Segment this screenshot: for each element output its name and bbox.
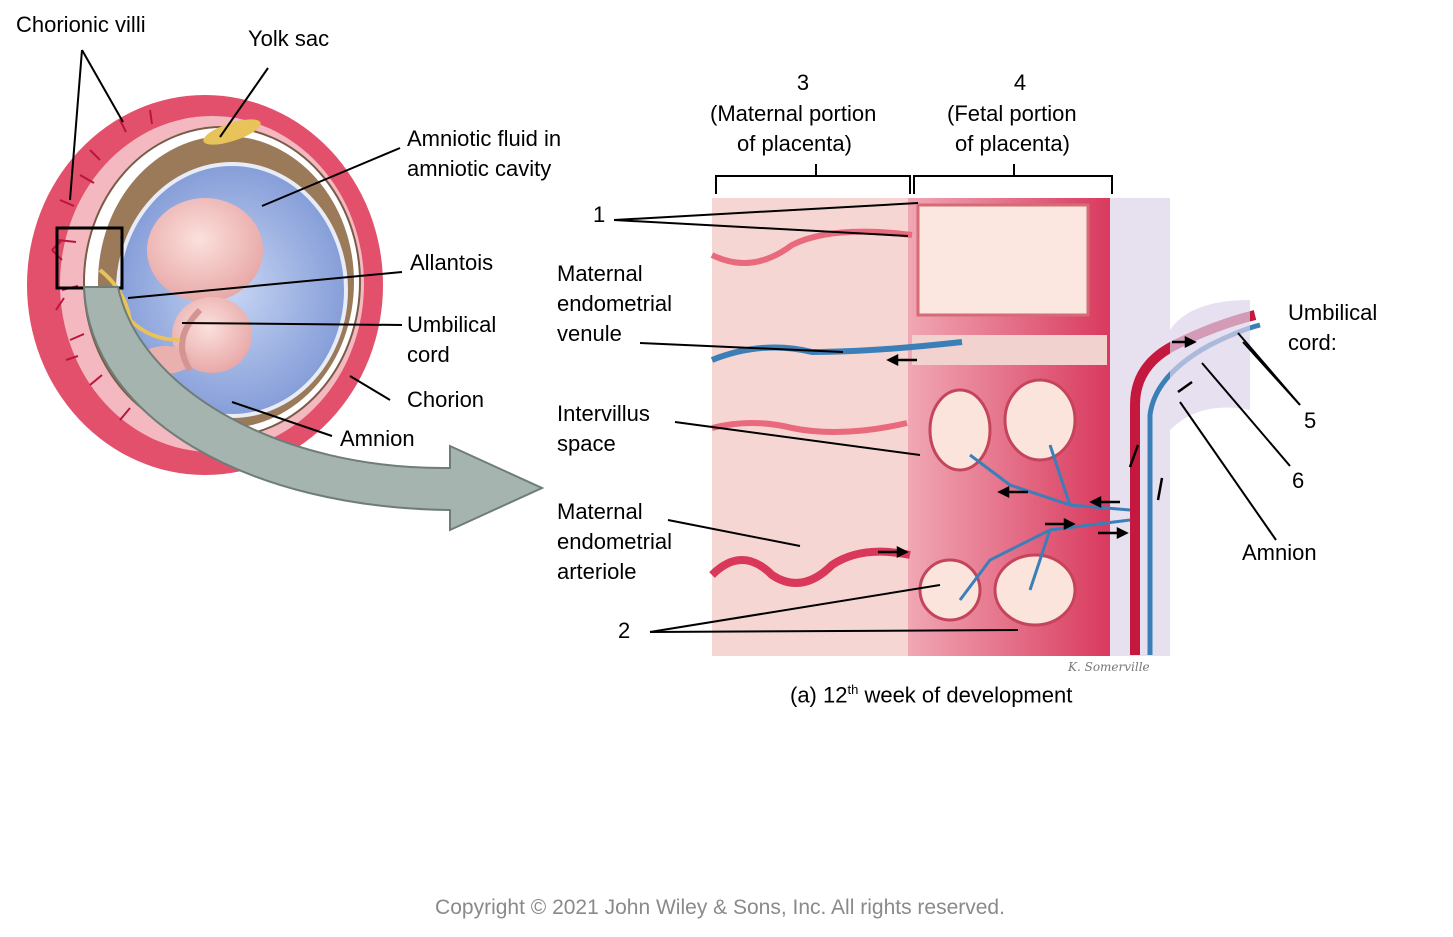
label-number-2: 2	[618, 618, 631, 643]
label-amnion-left: Amnion	[340, 426, 415, 451]
label-number-1: 1	[593, 202, 606, 227]
caption-suffix: week of development	[858, 682, 1073, 708]
label-fetal-portion-line2: of placenta)	[955, 131, 1070, 156]
placenta-detail-illustration	[709, 198, 1261, 656]
fetal-bracket	[913, 164, 1113, 194]
embryo-overview-illustration	[27, 95, 545, 532]
label-umbilical-cord-line2: cord	[407, 342, 450, 367]
mid-maternal-vessel	[711, 420, 908, 435]
label-umbilical-right-line1: Umbilical	[1288, 300, 1378, 325]
embryo	[139, 198, 263, 374]
label-chorionic-villi: Chorionic villi	[16, 12, 146, 37]
label-number-4: 4	[1013, 70, 1027, 95]
label-number-6: 6	[1292, 468, 1305, 493]
label-chorion: Chorion	[407, 387, 485, 412]
caption-prefix: (a) 12	[790, 682, 848, 708]
maternal-arteriole	[709, 547, 911, 587]
label-number-3: 3	[796, 70, 810, 95]
label-arteriole-line3: arteriole	[557, 559, 637, 584]
right-leader-lines	[613, 202, 1301, 633]
label-number-5: 5	[1304, 408, 1317, 433]
label-arteriole-line2: endometrial	[557, 529, 672, 554]
label-umbilical-cord-line1: Umbilical	[407, 312, 497, 337]
flow-arrows	[878, 335, 1197, 559]
label-maternal-portion-line2: of placenta)	[737, 131, 852, 156]
septum-band	[912, 335, 1107, 365]
label-amnion-right: Amnion	[1242, 540, 1317, 565]
lower-villus-tree	[918, 378, 1077, 627]
umbilical-cord-sheath	[1170, 300, 1250, 430]
figure-caption: (a) 12th week of development	[790, 682, 1072, 708]
maternal-venule	[710, 339, 963, 363]
left-leader-lines	[69, 49, 403, 437]
fetal-capillaries	[958, 444, 1131, 601]
label-intervillus-line2: space	[557, 431, 616, 456]
copyright-notice: Copyright © 2021 John Wiley & Sons, Inc.…	[435, 896, 1005, 919]
label-umbilical-right-line2: cord:	[1288, 330, 1337, 355]
label-maternal-portion-line1: (Maternal portion	[710, 101, 877, 126]
label-amniotic-fluid-line2: amniotic cavity	[407, 156, 552, 181]
label-venule-line1: Maternal	[557, 261, 643, 286]
curved-pointer-arrow	[82, 286, 545, 532]
section-brackets	[715, 164, 1113, 194]
upper-maternal-vessel	[710, 228, 913, 266]
label-venule-line2: endometrial	[557, 291, 672, 316]
label-allantois: Allantois	[410, 250, 494, 275]
upper-villus-tree	[916, 203, 1090, 317]
illustrator-signature: K. Somerville	[1068, 660, 1150, 674]
caption-superscript: th	[847, 682, 859, 697]
label-amniotic-fluid-line1: Amniotic fluid in	[407, 126, 562, 151]
label-fetal-portion-line1: (Fetal portion	[947, 101, 1077, 126]
label-arteriole-line1: Maternal	[557, 499, 643, 524]
yolk-sac	[203, 119, 261, 145]
maternal-bracket	[715, 164, 911, 194]
label-yolk-sac: Yolk sac	[248, 26, 330, 51]
label-intervillus-line1: Intervillus	[557, 401, 650, 426]
label-venule-line3: venule	[557, 321, 622, 346]
